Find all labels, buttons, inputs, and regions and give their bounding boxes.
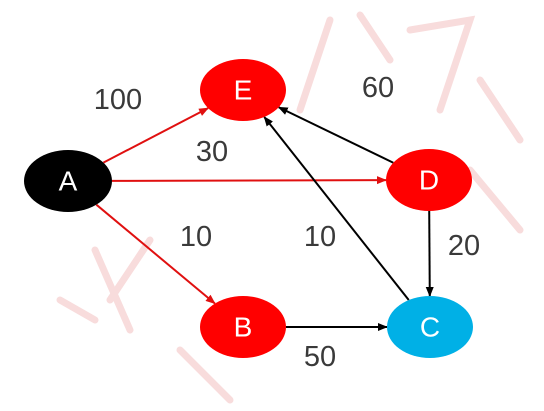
node-a-label: A: [59, 166, 78, 197]
node-e-shape: [200, 59, 286, 121]
node-b: B: [200, 296, 286, 358]
edge-d-e: [277, 106, 394, 164]
node-a-shape: [24, 150, 112, 212]
node-b-label: B: [234, 312, 253, 343]
edge-d-c: [425, 210, 434, 298]
weight-label-b-c: 50: [304, 341, 336, 373]
node-a: A: [24, 150, 112, 212]
node-d-shape: [386, 149, 472, 211]
node-b-shape: [200, 296, 286, 358]
node-c-label: C: [420, 312, 440, 343]
node-c: C: [387, 296, 473, 358]
weight-label-a-d: 30: [196, 136, 228, 168]
node-e: E: [200, 59, 286, 121]
weight-label-c-e: 10: [304, 221, 336, 253]
weight-label-a-b: 10: [180, 221, 212, 253]
weight-label-d-c: 20: [448, 230, 480, 262]
edge-a-b: [95, 203, 216, 305]
node-d-label: D: [419, 165, 439, 196]
node-c-shape: [387, 296, 473, 358]
edge-a-e: [102, 107, 210, 164]
edge-c-e: [263, 116, 410, 301]
edge-a-d: [111, 176, 388, 185]
weight-label-d-e: 60: [362, 72, 394, 104]
node-d: D: [386, 149, 472, 211]
weight-label-a-e: 100: [94, 84, 142, 116]
node-e-label: E: [234, 75, 253, 106]
watermark: [56, 11, 524, 404]
